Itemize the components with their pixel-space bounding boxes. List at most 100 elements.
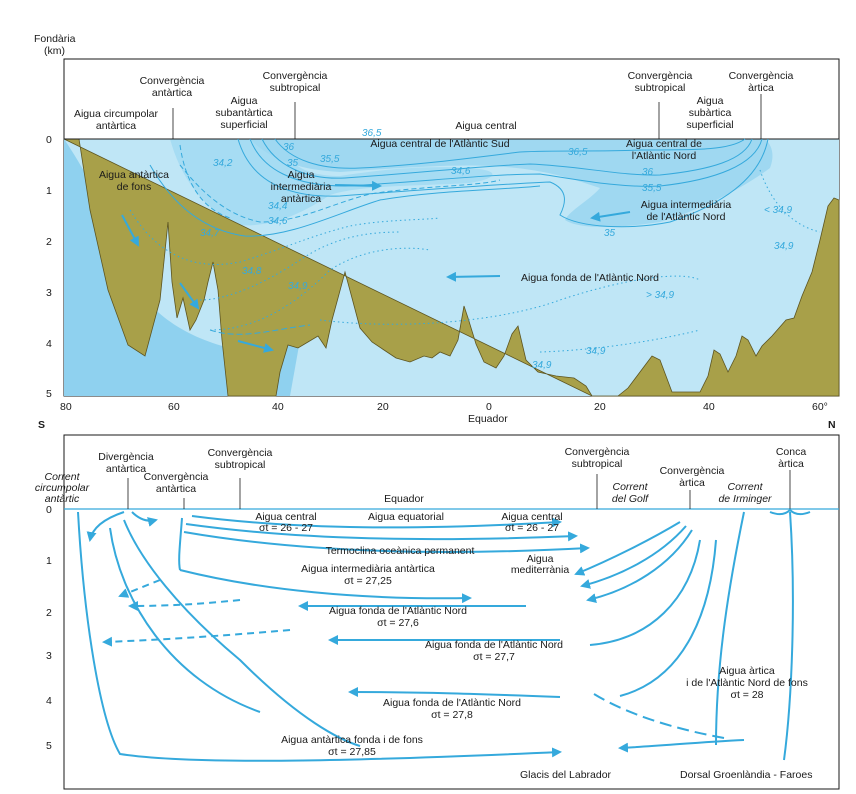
depth-tick: 1 [46, 555, 52, 567]
streamline-arctic-2 [618, 739, 745, 753]
depth-axis-unit: (km) [44, 45, 65, 57]
lat-tick: 80 [60, 401, 72, 413]
depth-tick: 1 [46, 185, 52, 197]
salinity-label: > 34,9 [646, 290, 675, 301]
isohaline-34-2 [179, 164, 501, 223]
streamline-central-2 [185, 523, 578, 542]
footer-label-ridge: Dorsal Groenlàndia - Faroes [680, 769, 812, 781]
salinity-label: 36 [642, 167, 654, 178]
streamline-aabw [77, 511, 562, 762]
bottom-panel-frame [63, 434, 840, 790]
water-label: Aigua central de l'Atlàntic Sud [370, 138, 509, 150]
salinity-label: < 34,9 [764, 205, 793, 216]
isohaline-lines [129, 138, 821, 353]
streamline-nadw-27-8-source [619, 539, 717, 697]
salinity-label: 35,5 [642, 183, 662, 194]
salinity-label: 34,6 [268, 216, 288, 227]
bottom-leader-lines [127, 470, 791, 509]
streamline-arctic-1 [715, 511, 745, 746]
water-label: Aigua fonda de l'Atlàntic Nord [521, 272, 659, 284]
depth-tick: 4 [46, 695, 52, 707]
isohaline-34-8 [199, 231, 401, 301]
isohaline-36 [261, 138, 753, 179]
header-label: Equador [384, 493, 424, 505]
depth-tick: 2 [46, 607, 52, 619]
top-leader-lines [172, 94, 762, 139]
depth-tick: 5 [46, 740, 52, 752]
streamline-dashed-2 [128, 599, 241, 611]
depth-tick: 0 [46, 504, 52, 516]
salinity-label: 34,4 [268, 201, 288, 212]
streamline-gulf-2 [580, 525, 687, 589]
depth-tick: 5 [46, 388, 52, 400]
water-label: Aigua equatorial [368, 511, 444, 523]
salinity-label: 35 [287, 158, 299, 169]
streamline-aabw-west [109, 527, 261, 713]
arrow-bottom-water [121, 214, 139, 247]
isohaline-aabw [209, 324, 311, 335]
top-flow-arrows [121, 180, 631, 353]
salinity-label: 34,6 [451, 166, 471, 177]
streamline-nadw-27-7-source [589, 539, 701, 646]
arrow-nadw [446, 271, 501, 282]
salinity-label: 34,2 [213, 158, 233, 169]
lat-tick: 0 [486, 401, 492, 413]
salinity-label: 36,5 [362, 128, 382, 139]
streamline-circumpolar-descent [123, 519, 361, 747]
isohaline-34-9-east [759, 169, 821, 233]
salinity-label: 36 [283, 142, 295, 153]
isohaline-35-5 [249, 138, 763, 187]
isohaline-34-9-west [209, 247, 431, 331]
streamline-thermocline [183, 531, 590, 554]
south-label: S [38, 419, 45, 431]
isohaline-35 [237, 138, 769, 228]
salinity-label: 34,9 [774, 241, 794, 252]
isohaline-36-5 [274, 138, 746, 169]
isohaline-34-9-deep [319, 275, 701, 325]
depth-tick: 3 [46, 287, 52, 299]
seafloor-profile [63, 138, 840, 397]
depth-tick: 4 [46, 338, 52, 350]
top-latitude-axis: 80 60 40 20 0 20 40 60° S N Equador [38, 401, 836, 431]
depth-axis-title: Fondària [34, 33, 76, 45]
salinity-label: 35,5 [320, 154, 340, 165]
top-depth-axis: 0 1 2 3 4 5 Fondària (km) [34, 33, 76, 400]
streamline-arctic-basin [783, 511, 794, 761]
streamline-gulf-1 [574, 521, 681, 576]
footer-label-labrador: Glacis del Labrador [520, 769, 612, 781]
streamline-nadw-27-8 [348, 687, 561, 698]
isohaline-34-4 [179, 144, 231, 219]
salinity-label: 35 [604, 228, 616, 239]
header-label: Aigua central [455, 120, 516, 132]
top-section-panel: 0 1 2 3 4 5 Fondària (km) 80 60 40 20 0 … [34, 33, 840, 431]
isohaline-34-6 [149, 164, 541, 237]
lat-tick: 40 [272, 401, 284, 413]
salinity-label: 34,9 [532, 360, 552, 371]
subantarctic-intermediate-zone [170, 139, 493, 226]
salinity-label: 34,9 [288, 281, 308, 292]
streamline-divergence-right [131, 511, 158, 527]
depth-tick: 2 [46, 236, 52, 248]
streamline-divergence-left [86, 511, 125, 542]
arrow-bottom-water-3 [237, 340, 274, 353]
circulation-streamlines [77, 508, 811, 762]
